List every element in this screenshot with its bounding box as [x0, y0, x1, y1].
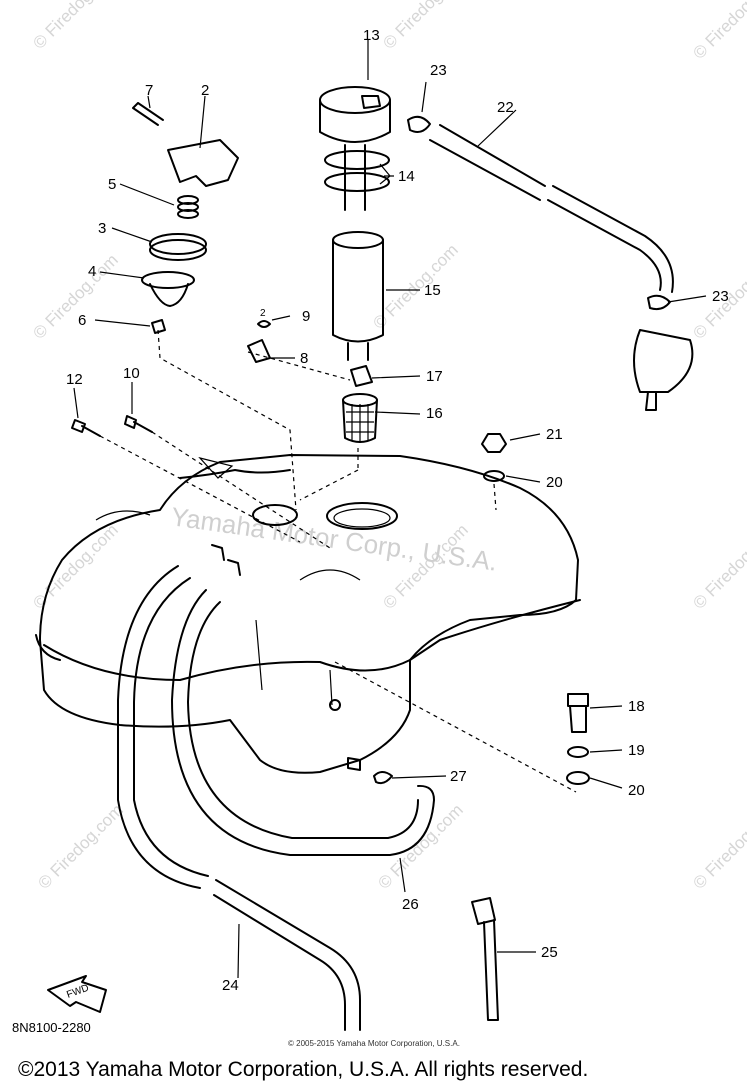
watermark: © Firedog.com [374, 800, 466, 892]
callout-13: 13 [363, 27, 380, 44]
callout-26: 26 [402, 896, 419, 913]
callout-20-lower: 20 [628, 782, 645, 799]
clip-rings [324, 150, 390, 192]
hose-clip [407, 115, 431, 133]
watermark: © Firedog.com [689, 0, 747, 63]
callout-17: 17 [426, 368, 443, 385]
callout-7: 7 [145, 82, 153, 99]
overflow-hose [117, 565, 361, 1031]
watermark: © Firedog.com [29, 250, 121, 342]
callout-2-small: 2 [260, 308, 266, 319]
washer-20 [566, 771, 590, 785]
callout-14: 14 [398, 168, 415, 185]
watermark: © Firedog.com [34, 800, 126, 892]
washer-19 [567, 746, 589, 758]
band-8 [247, 339, 271, 363]
bolt-12 [71, 419, 101, 437]
callout-23-right: 23 [712, 288, 729, 305]
callout-3: 3 [98, 220, 106, 237]
gasket-4 [141, 271, 195, 307]
fuel-tank [35, 454, 581, 774]
part-code: 8N8100-2280 [12, 1020, 91, 1035]
bolt-18 [567, 693, 589, 733]
callout-2: 2 [201, 82, 209, 99]
watermark: © Firedog.com [689, 800, 747, 892]
callout-6: 6 [78, 312, 86, 329]
callout-15: 15 [424, 282, 441, 299]
callout-18: 18 [628, 698, 645, 715]
nut-21 [481, 433, 507, 453]
ring-3 [149, 233, 207, 261]
callout-12: 12 [66, 371, 83, 388]
small-copyright: © 2005-2015 Yamaha Motor Corporation, U.… [288, 1039, 460, 1048]
nut-6 [151, 319, 166, 334]
watermark: © Firedog.com [29, 520, 121, 612]
callout-22: 22 [497, 99, 514, 116]
vent-hose [429, 124, 674, 293]
pin-7 [132, 102, 164, 126]
footer-copyright: ©2013 Yamaha Motor Corporation, U.S.A. A… [18, 1058, 589, 1081]
callout-24: 24 [222, 977, 239, 994]
callout-8: 8 [300, 350, 308, 367]
fwd-label: FWD [65, 983, 90, 1001]
callout-numbers: 13 23 22 7 2 5 14 3 4 15 23 6 2 9 8 17 1… [66, 27, 729, 994]
hose-clip [647, 294, 671, 311]
forward-arrow: FWD [47, 975, 107, 1013]
washer-9 [257, 320, 271, 328]
callout-20: 20 [546, 474, 563, 491]
washer-20 [483, 470, 505, 482]
spring-5 [177, 195, 199, 219]
watermark: © Firedog.com [379, 0, 471, 53]
callout-10: 10 [123, 365, 140, 382]
joint-17 [350, 365, 373, 387]
filter-tube [332, 231, 384, 361]
sender-cap [319, 86, 391, 211]
bolt-10 [124, 415, 153, 433]
clip-27 [373, 771, 393, 785]
watermark: © Firedog.com [689, 520, 747, 612]
leader-lines [73, 40, 707, 979]
callout-21: 21 [546, 426, 563, 443]
callout-4: 4 [88, 263, 96, 280]
callout-16: 16 [426, 405, 443, 422]
cap-cover-2 [167, 139, 239, 187]
strainer [342, 393, 378, 443]
watermark: © Firedog.com [29, 0, 121, 53]
callout-5: 5 [108, 176, 116, 193]
callout-23: 23 [430, 62, 447, 79]
fuel-cock [633, 329, 694, 411]
callout-19: 19 [628, 742, 645, 759]
callout-27: 27 [450, 768, 467, 785]
callout-25: 25 [541, 944, 558, 961]
callout-9: 9 [302, 308, 310, 325]
drain-hose [171, 589, 435, 856]
strap-25 [471, 897, 499, 1021]
